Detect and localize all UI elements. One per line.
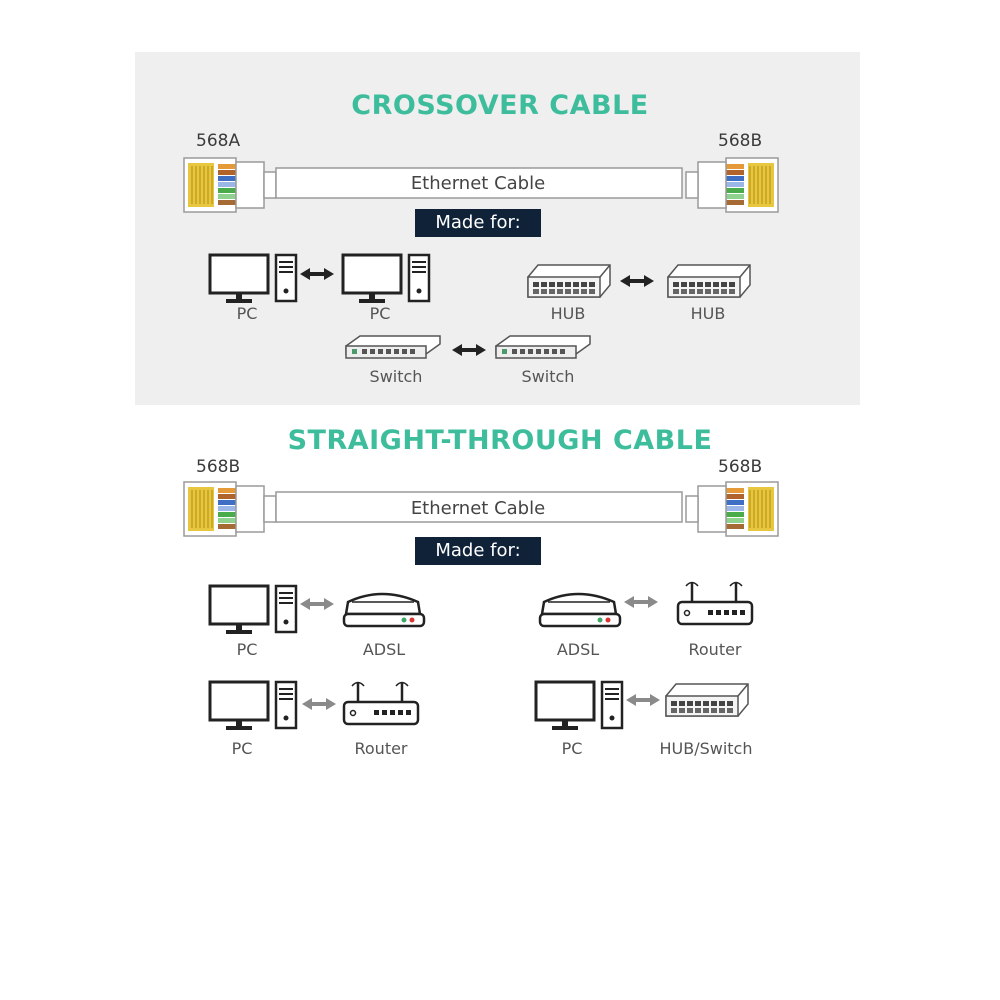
straight-device-pc-3: PC [561,739,583,758]
straight-device-pc-1: PC [236,640,258,659]
straight-left-standard: 568B [196,457,241,477]
straight-device-router-2: Router [354,739,408,758]
crossover-cable-label: Ethernet Cable [410,173,546,194]
straight-device-hub-switch: HUB/Switch [659,739,753,758]
straight-device-pc-2: PC [231,739,253,758]
crossover-cable-graphic [183,157,779,213]
crossover-right-standard: 568B [718,131,763,151]
crossover-device-pc-2: PC [369,304,391,323]
straight-device-router-1: Router [688,640,742,659]
straight-title: STRAIGHT-THROUGH CABLE [287,425,713,456]
straight-device-adsl-2: ADSL [556,640,600,659]
straight-right-standard: 568B [718,457,763,477]
crossover-left-standard: 568A [196,131,241,151]
crossover-device-switch-1: Switch [369,367,423,386]
straight-made-for-badge: Made for: [415,537,541,565]
crossover-device-switch-2: Switch [521,367,575,386]
crossover-device-hub-2: HUB [690,304,726,323]
straight-device-adsl-1: ADSL [362,640,406,659]
crossover-device-hub-1: HUB [550,304,586,323]
straight-cable-label: Ethernet Cable [410,498,546,519]
crossover-title: CROSSOVER CABLE [351,90,649,121]
straight-cable-graphic [183,481,779,537]
crossover-device-pc-1: PC [236,304,258,323]
crossover-made-for-badge: Made for: [415,209,541,237]
